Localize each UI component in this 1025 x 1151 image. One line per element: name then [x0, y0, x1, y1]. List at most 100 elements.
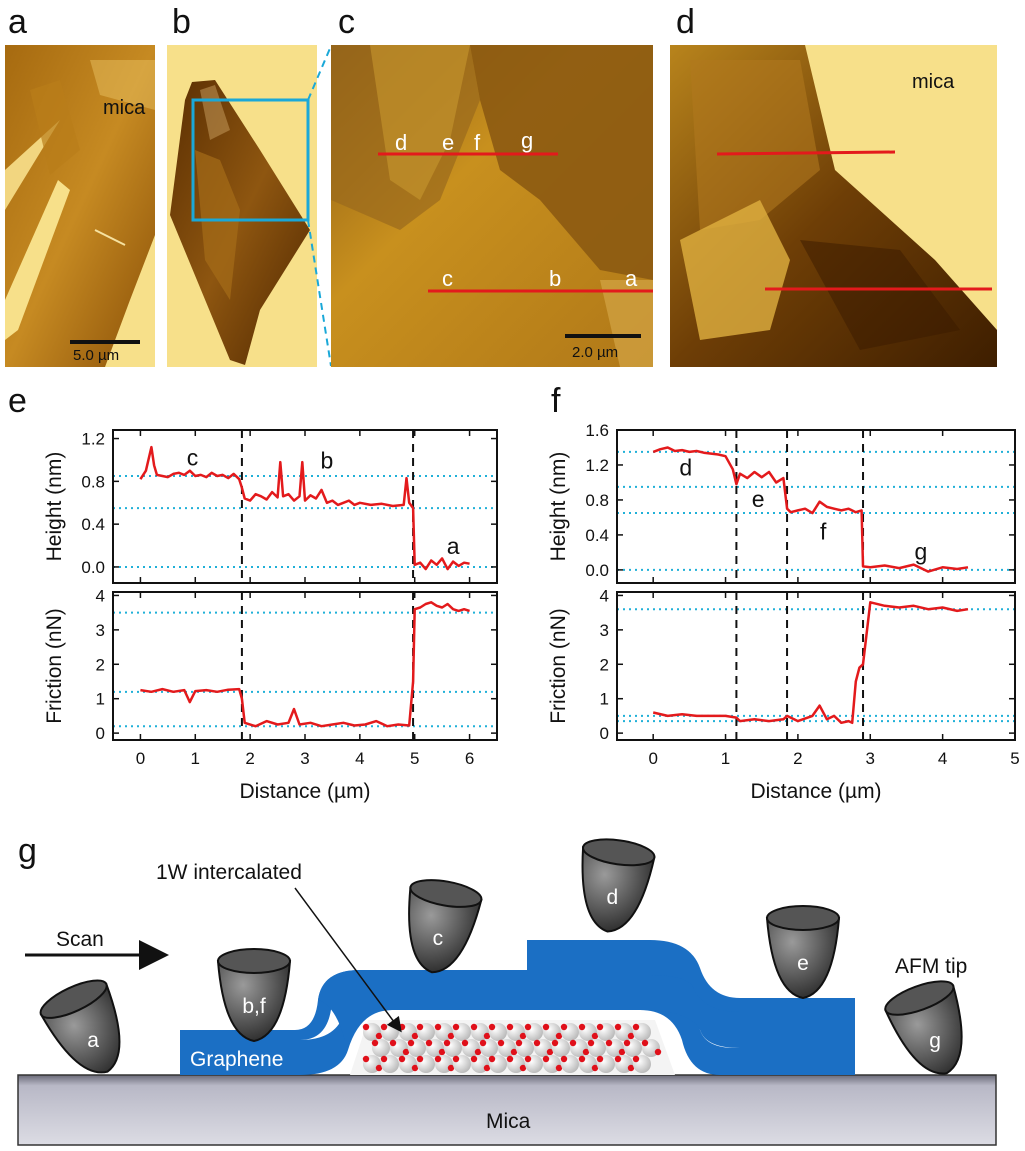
water-hydrogen — [416, 1055, 424, 1063]
water-hydrogen — [569, 1039, 577, 1047]
friction-frame — [616, 591, 1016, 741]
line-label-b: b — [549, 266, 561, 291]
water-hydrogen — [533, 1039, 541, 1047]
height-ytick-label: 1.2 — [585, 456, 609, 475]
tip-top — [409, 879, 483, 908]
segment-label-a: a — [447, 533, 460, 559]
friction-series-0 — [652, 601, 969, 725]
xtick-label: 2 — [793, 749, 802, 768]
water-hydrogen — [587, 1039, 595, 1047]
water-hydrogen — [479, 1039, 487, 1047]
height-ytick-label: 1.6 — [585, 421, 609, 440]
line-label-a: a — [625, 266, 638, 291]
height-ytick-label: 0.4 — [81, 515, 105, 534]
water-hydrogen — [483, 1032, 491, 1040]
water-hydrogen — [555, 1032, 563, 1040]
segment-label-b: b — [321, 448, 334, 474]
water-hydrogen — [560, 1023, 568, 1031]
water-hydrogen — [375, 1064, 383, 1072]
segment-label-c: c — [187, 444, 199, 470]
tip-label: e — [797, 952, 809, 975]
water-hydrogen — [614, 1055, 622, 1063]
water-hydrogen — [614, 1023, 622, 1031]
height-ytick-label: 0.0 — [81, 558, 105, 577]
water-hydrogen — [371, 1039, 379, 1047]
water-hydrogen — [546, 1048, 554, 1056]
water-hydrogen — [578, 1055, 586, 1063]
water-hydrogen — [443, 1039, 451, 1047]
afm-tip-d: d — [581, 838, 656, 933]
water-hydrogen — [582, 1048, 590, 1056]
afm-image-c — [331, 45, 653, 367]
water-hydrogen — [398, 1055, 406, 1063]
water-hydrogen — [654, 1048, 662, 1056]
friction-ylabel: Friction (nN) — [43, 608, 66, 724]
water-hydrogen — [591, 1032, 599, 1040]
profile-line-top-d — [716, 150, 896, 156]
panel-label-f: f — [551, 382, 561, 420]
xtick-label: 4 — [938, 749, 947, 768]
water-hydrogen — [555, 1064, 563, 1072]
xtick-label: 4 — [355, 749, 364, 768]
xtick-label: 0 — [648, 749, 657, 768]
line-label-f: f — [474, 130, 481, 155]
friction-ytick-label: 2 — [96, 655, 105, 674]
afm-tip-c: c — [408, 879, 483, 974]
water-hydrogen — [425, 1039, 433, 1047]
water-hydrogen — [524, 1055, 532, 1063]
tip-top — [766, 905, 840, 931]
xtick-label: 0 — [136, 749, 145, 768]
water-hydrogen — [551, 1039, 559, 1047]
tip-body — [581, 846, 656, 933]
water-hydrogen — [402, 1048, 410, 1056]
height-ytick-label: 0.0 — [585, 561, 609, 580]
scale-bar-label-c: 2.0 µm — [572, 344, 618, 361]
mica-label: Mica — [486, 1110, 531, 1133]
afm-tip-a: a — [39, 979, 121, 1074]
afm-image-d — [670, 45, 997, 367]
afm-tip-bf: b,f — [216, 948, 292, 1043]
water-hydrogen — [461, 1039, 469, 1047]
tip-top — [582, 838, 656, 867]
scan-label: Scan — [56, 928, 104, 951]
height-series-0 — [652, 446, 969, 573]
tip-label: a — [87, 1029, 99, 1052]
height-ylabel: Height (nm) — [547, 452, 570, 562]
water-hydrogen — [519, 1032, 527, 1040]
xtick-label: 3 — [866, 749, 875, 768]
water-hydrogen — [447, 1064, 455, 1072]
xtick-label: 1 — [721, 749, 730, 768]
water-hydrogen — [447, 1032, 455, 1040]
segment-label-g: g — [915, 538, 928, 564]
water-hydrogen — [497, 1039, 505, 1047]
xtick-label: 1 — [191, 749, 200, 768]
water-hydrogen — [411, 1064, 419, 1072]
water-hydrogen — [632, 1055, 640, 1063]
water-hydrogen — [618, 1048, 626, 1056]
height-ytick-label: 0.8 — [81, 472, 105, 491]
panel-label-b: b — [172, 3, 191, 41]
line-label-e: e — [442, 130, 454, 155]
water-layer — [350, 1020, 675, 1075]
water-hydrogen — [380, 1023, 388, 1031]
mica-label-a: mica — [103, 97, 146, 119]
intercalated-label: 1W intercalated — [156, 861, 302, 884]
height-ytick-label: 1.2 — [81, 430, 105, 449]
zoom-connector-top — [307, 45, 332, 101]
tip-body — [765, 917, 841, 1000]
tip-label: d — [606, 886, 618, 909]
afm-tip-label: AFM tip — [895, 955, 967, 978]
tip-label: c — [433, 927, 444, 950]
xtick-label: 3 — [300, 749, 309, 768]
water-hydrogen — [416, 1023, 424, 1031]
water-hydrogen — [515, 1039, 523, 1047]
graphene-top-layer — [527, 940, 855, 1012]
afm-image-b — [167, 45, 317, 367]
xtick-label: 6 — [465, 749, 474, 768]
water-hydrogen — [627, 1032, 635, 1040]
panel-label-e: e — [8, 382, 27, 420]
line-label-d: d — [395, 130, 407, 155]
xtick-label: 2 — [245, 749, 254, 768]
